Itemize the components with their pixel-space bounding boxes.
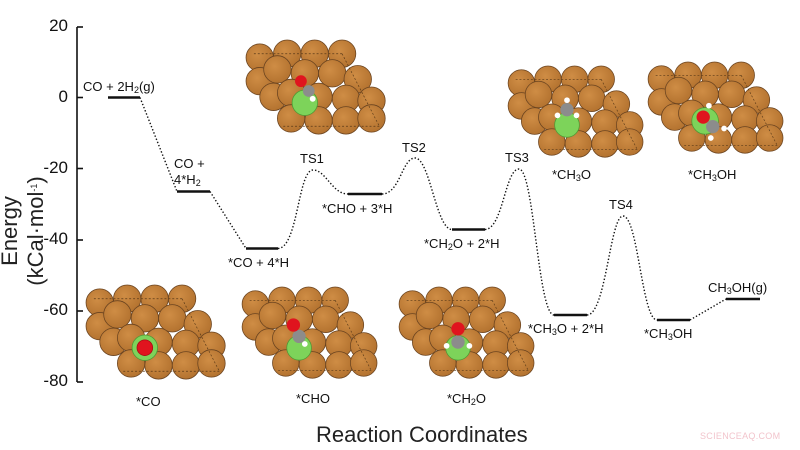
watermark: SCIENCEAQ.COM [700,431,781,441]
label-co-4h: *CO + 4*H [228,255,290,270]
reaction-path [139,97,727,321]
label-co-4h2-line2: 4*H2 [174,172,201,188]
label-co-4h2-line1: CO + [174,156,205,171]
label-ch3oh: *CH3OH [644,326,693,342]
caption-ch3oh: *CH3OH [688,167,737,183]
label-cho-3h: *CHO + 3*H [322,201,393,216]
y-axis [76,26,83,383]
inset-cho [241,286,378,379]
label-ts1: TS1 [300,151,324,166]
label-ts4: TS4 [609,197,633,212]
x-axis-label: Reaction Coordinates [316,422,528,447]
ytick-0: 0 [58,87,68,106]
ytick-neg80: -80 [43,371,68,390]
label-ts2: TS2 [402,140,426,155]
caption-ch3o: *CH3O [552,167,591,183]
caption-co: *CO [136,394,161,409]
ytick-neg40: -40 [43,229,68,248]
inset-ch3oh [647,61,784,154]
energy-levels [108,96,760,322]
inset-ch3o [507,65,644,158]
label-ch3oh-g: CH3OH(g) [708,280,768,296]
ytick-neg20: -20 [43,158,68,177]
caption-ch2o: *CH2O [447,391,486,407]
inset-cho-ts-top [245,39,386,135]
inset-ch2o [398,286,535,379]
label-ts3: TS3 [505,150,529,165]
ytick-neg60: -60 [43,300,68,319]
inset-co [85,284,226,380]
caption-cho: *CHO [296,391,330,406]
label-co-2h2g: CO + 2H2(g) [83,79,155,95]
label-ch3o-2h: *CH3O + 2*H [528,321,604,337]
label-ch2o-2h: *CH2O + 2*H [424,236,500,252]
ytick-20: 20 [49,16,68,35]
y-axis-label: Energy (kCal·mol-1) [0,176,48,286]
